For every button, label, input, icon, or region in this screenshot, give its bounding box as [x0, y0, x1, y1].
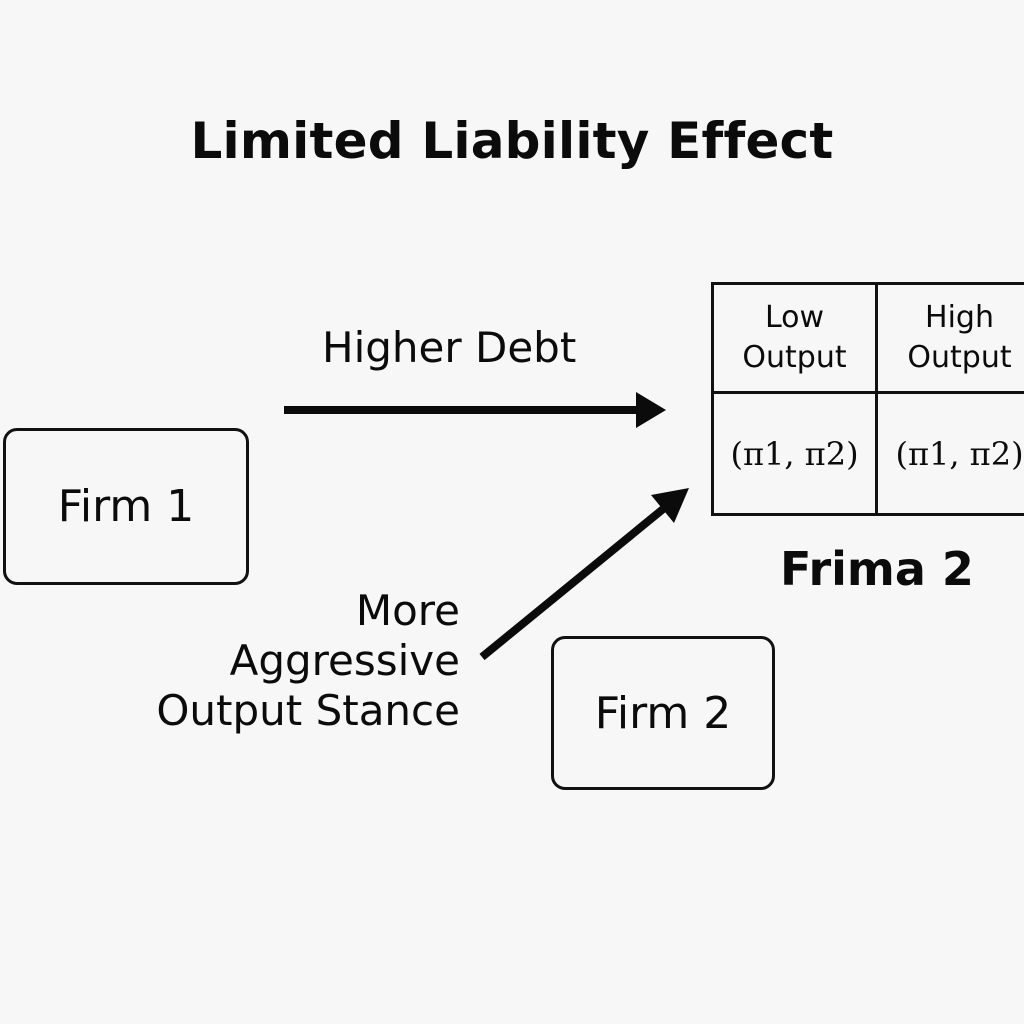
diagram-title: Limited Liability Effect	[190, 112, 834, 170]
header-line: Output	[907, 340, 1012, 375]
payoff-cell-low: (π1, π2)	[711, 391, 878, 516]
payoff-row: (π1, π2) (π1, π2)	[711, 391, 1024, 516]
high-output-header: High Output	[875, 282, 1024, 394]
aggressive-label-line: More	[355, 586, 460, 635]
payoff-header-row: Low Output High Output	[711, 282, 1024, 394]
higher-debt-arrow	[284, 392, 666, 428]
header-line: Output	[742, 340, 847, 375]
aggressive-output-label: More Aggressive Output Stance	[110, 586, 460, 736]
header-line: Low	[764, 300, 825, 335]
firm-1-label: Firm 1	[57, 481, 195, 532]
firm-1-box: Firm 1	[3, 428, 249, 585]
payoff-table-caption: Frima 2	[780, 542, 974, 596]
firm-2-label: Firm 2	[594, 687, 732, 739]
firm-2-box: Firm 2	[551, 636, 775, 790]
aggressive-output-arrow	[479, 488, 689, 661]
payoff-matrix: Low Output High Output (π1, π2) (π1, π2)	[711, 282, 1024, 516]
aggressive-label-line: Output Stance	[156, 686, 460, 735]
header-line: High	[925, 300, 994, 335]
aggressive-label-line: Aggressive	[229, 636, 460, 685]
low-output-header: Low Output	[711, 282, 878, 394]
higher-debt-label: Higher Debt	[322, 323, 577, 372]
payoff-cell-high: (π1, π2)	[875, 391, 1024, 516]
